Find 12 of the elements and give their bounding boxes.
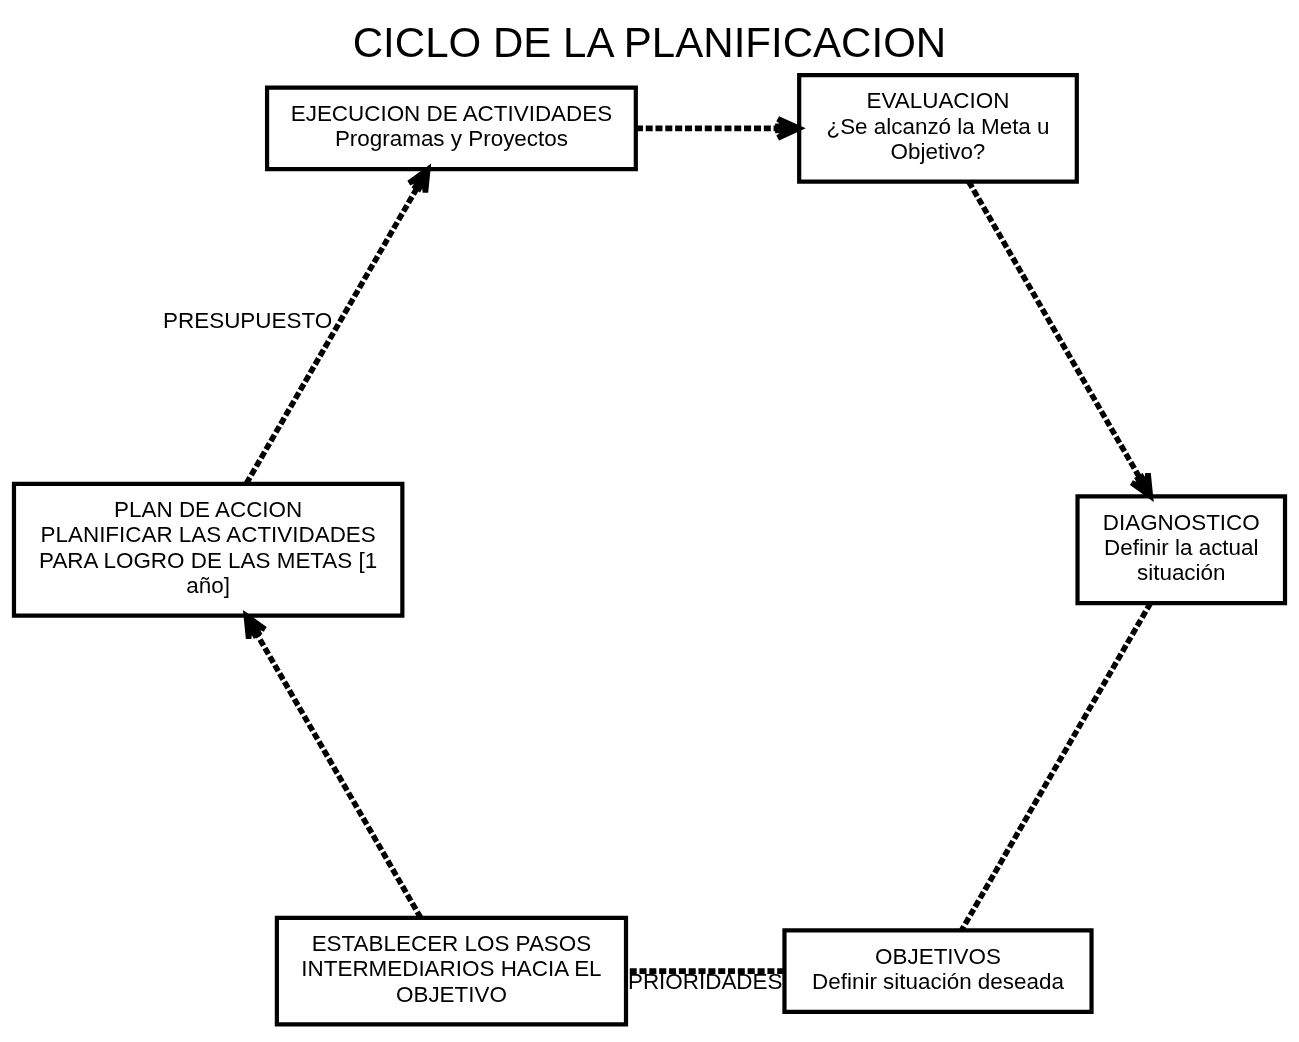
node-box: PLAN DE ACCION PLANIFICAR LAS ACTIVIDADES PARA LOGRO DE LAS METAS [1 año] xyxy=(11,481,405,618)
edge-label: PRESUPUESTO xyxy=(163,308,333,334)
edge-label: PRIORIDADES xyxy=(627,969,783,995)
node-box: OBJETIVOS Definir situación deseada xyxy=(782,928,1094,1014)
connector xyxy=(626,968,785,974)
node-box: DIAGNOSTICO Definir la actual situación xyxy=(1075,494,1288,606)
node-box: ESTABLECER LOS PASOS INTERMEDIARIOS HACIA EL OBJETIVO xyxy=(274,915,629,1027)
diagram-title: CICLO DE LA PLANIFICACION xyxy=(352,18,947,66)
arrow xyxy=(966,180,1154,499)
arrow xyxy=(244,166,431,485)
node-box: EJECUCION DE ACTIVIDADES Programas y Proyectos xyxy=(264,85,638,172)
node-box: EVALUACION ¿Se alcanzó la Meta u Objetivo? xyxy=(797,73,1079,184)
